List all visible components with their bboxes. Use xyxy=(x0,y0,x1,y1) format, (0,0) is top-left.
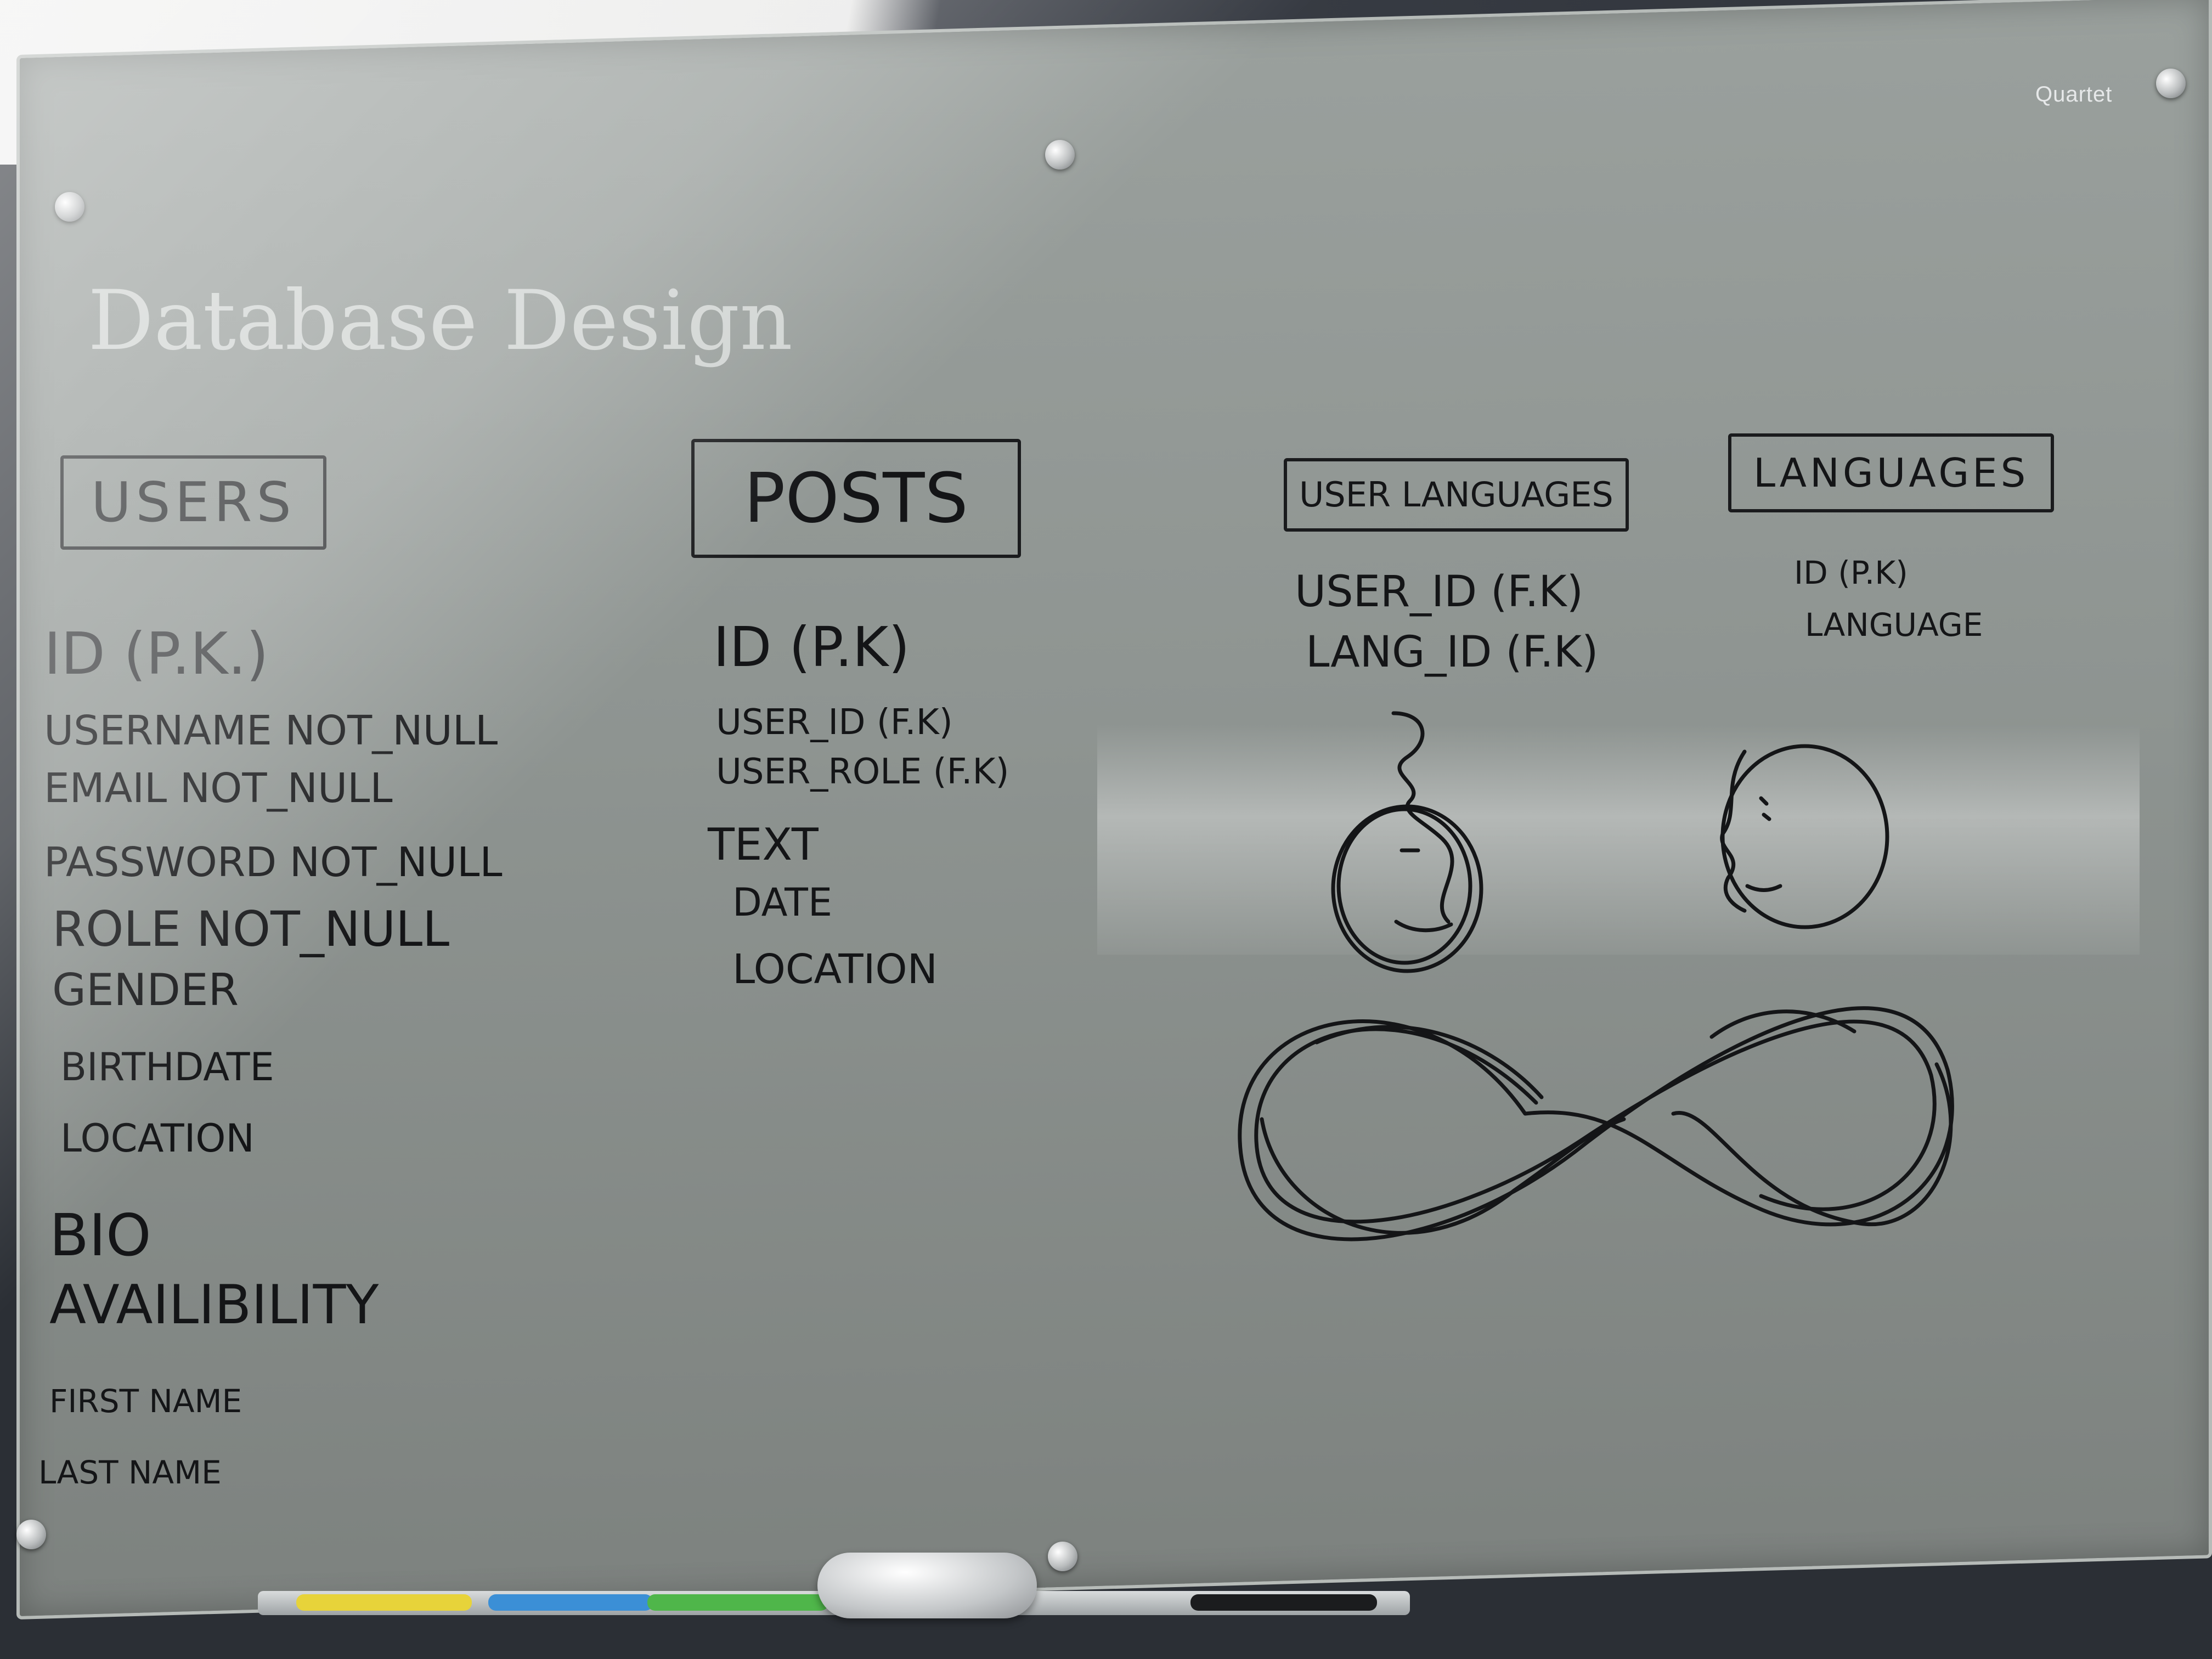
field-users-3: PASSWORD NOT_NULL xyxy=(44,839,503,886)
brand-logo: Quartet xyxy=(2035,82,2113,106)
field-users-7: LOCATION xyxy=(60,1116,255,1161)
blue-marker xyxy=(488,1594,653,1611)
field-languages-0: ID (P.K) xyxy=(1794,554,1908,591)
face-doodle-right xyxy=(1720,744,1889,929)
window-reflection xyxy=(1097,724,2140,955)
field-posts-4: DATE xyxy=(732,880,833,925)
table-name: LANGUAGES xyxy=(1753,450,2029,496)
field-users-8: BIO xyxy=(49,1202,151,1269)
field-users-10: FIRST NAME xyxy=(49,1383,242,1420)
table-header-users: USERS xyxy=(60,455,326,550)
board-title: Database Design xyxy=(88,273,793,369)
field-users-5: GENDER xyxy=(52,964,239,1015)
field-posts-0: ID (P.K) xyxy=(713,615,910,679)
field-posts-3: TEXT xyxy=(708,819,819,870)
table-name: POSTS xyxy=(744,459,968,538)
table-header-user-languages: USER LANGUAGES xyxy=(1284,458,1629,532)
field-user-languages-1: LANG_ID (F.K) xyxy=(1306,628,1599,677)
field-users-2: EMAIL NOT_NULL xyxy=(44,765,393,812)
field-users-1: USERNAME NOT_NULL xyxy=(44,707,498,754)
field-users-0: ID (P.K.) xyxy=(44,620,269,687)
field-posts-1: USER_ID (F.K) xyxy=(716,702,953,743)
mounting-bolt xyxy=(16,1520,46,1549)
field-posts-5: LOCATION xyxy=(732,946,938,993)
field-users-9: AVAILIBILITY xyxy=(49,1274,379,1336)
yellow-marker xyxy=(296,1594,472,1611)
field-user-languages-0: USER_ID (F.K) xyxy=(1295,567,1584,617)
field-languages-1: LANGUAGE xyxy=(1805,606,1983,644)
mounting-bolt xyxy=(55,192,84,222)
whiteboard-eraser xyxy=(817,1553,1037,1618)
field-users-6: BIRTHDATE xyxy=(60,1045,274,1090)
field-users-4: ROLE NOT_NULL xyxy=(52,901,450,957)
face-doodle-left xyxy=(1331,711,1483,973)
mounting-bolt xyxy=(1045,140,1075,170)
infinity-doodle xyxy=(1238,1006,1954,1242)
green-marker xyxy=(647,1594,828,1611)
field-users-11: LAST NAME xyxy=(38,1454,222,1491)
table-name: USERS xyxy=(91,470,296,534)
mounting-bolt xyxy=(1048,1542,1077,1571)
table-name: USER LANGUAGES xyxy=(1299,475,1613,515)
table-header-languages: LANGUAGES xyxy=(1728,433,2055,512)
black-marker xyxy=(1190,1594,1377,1611)
mounting-bolt xyxy=(2156,69,2186,98)
table-header-posts: POSTS xyxy=(691,439,1021,558)
field-posts-2: USER_ROLE (F.K) xyxy=(716,752,1009,792)
